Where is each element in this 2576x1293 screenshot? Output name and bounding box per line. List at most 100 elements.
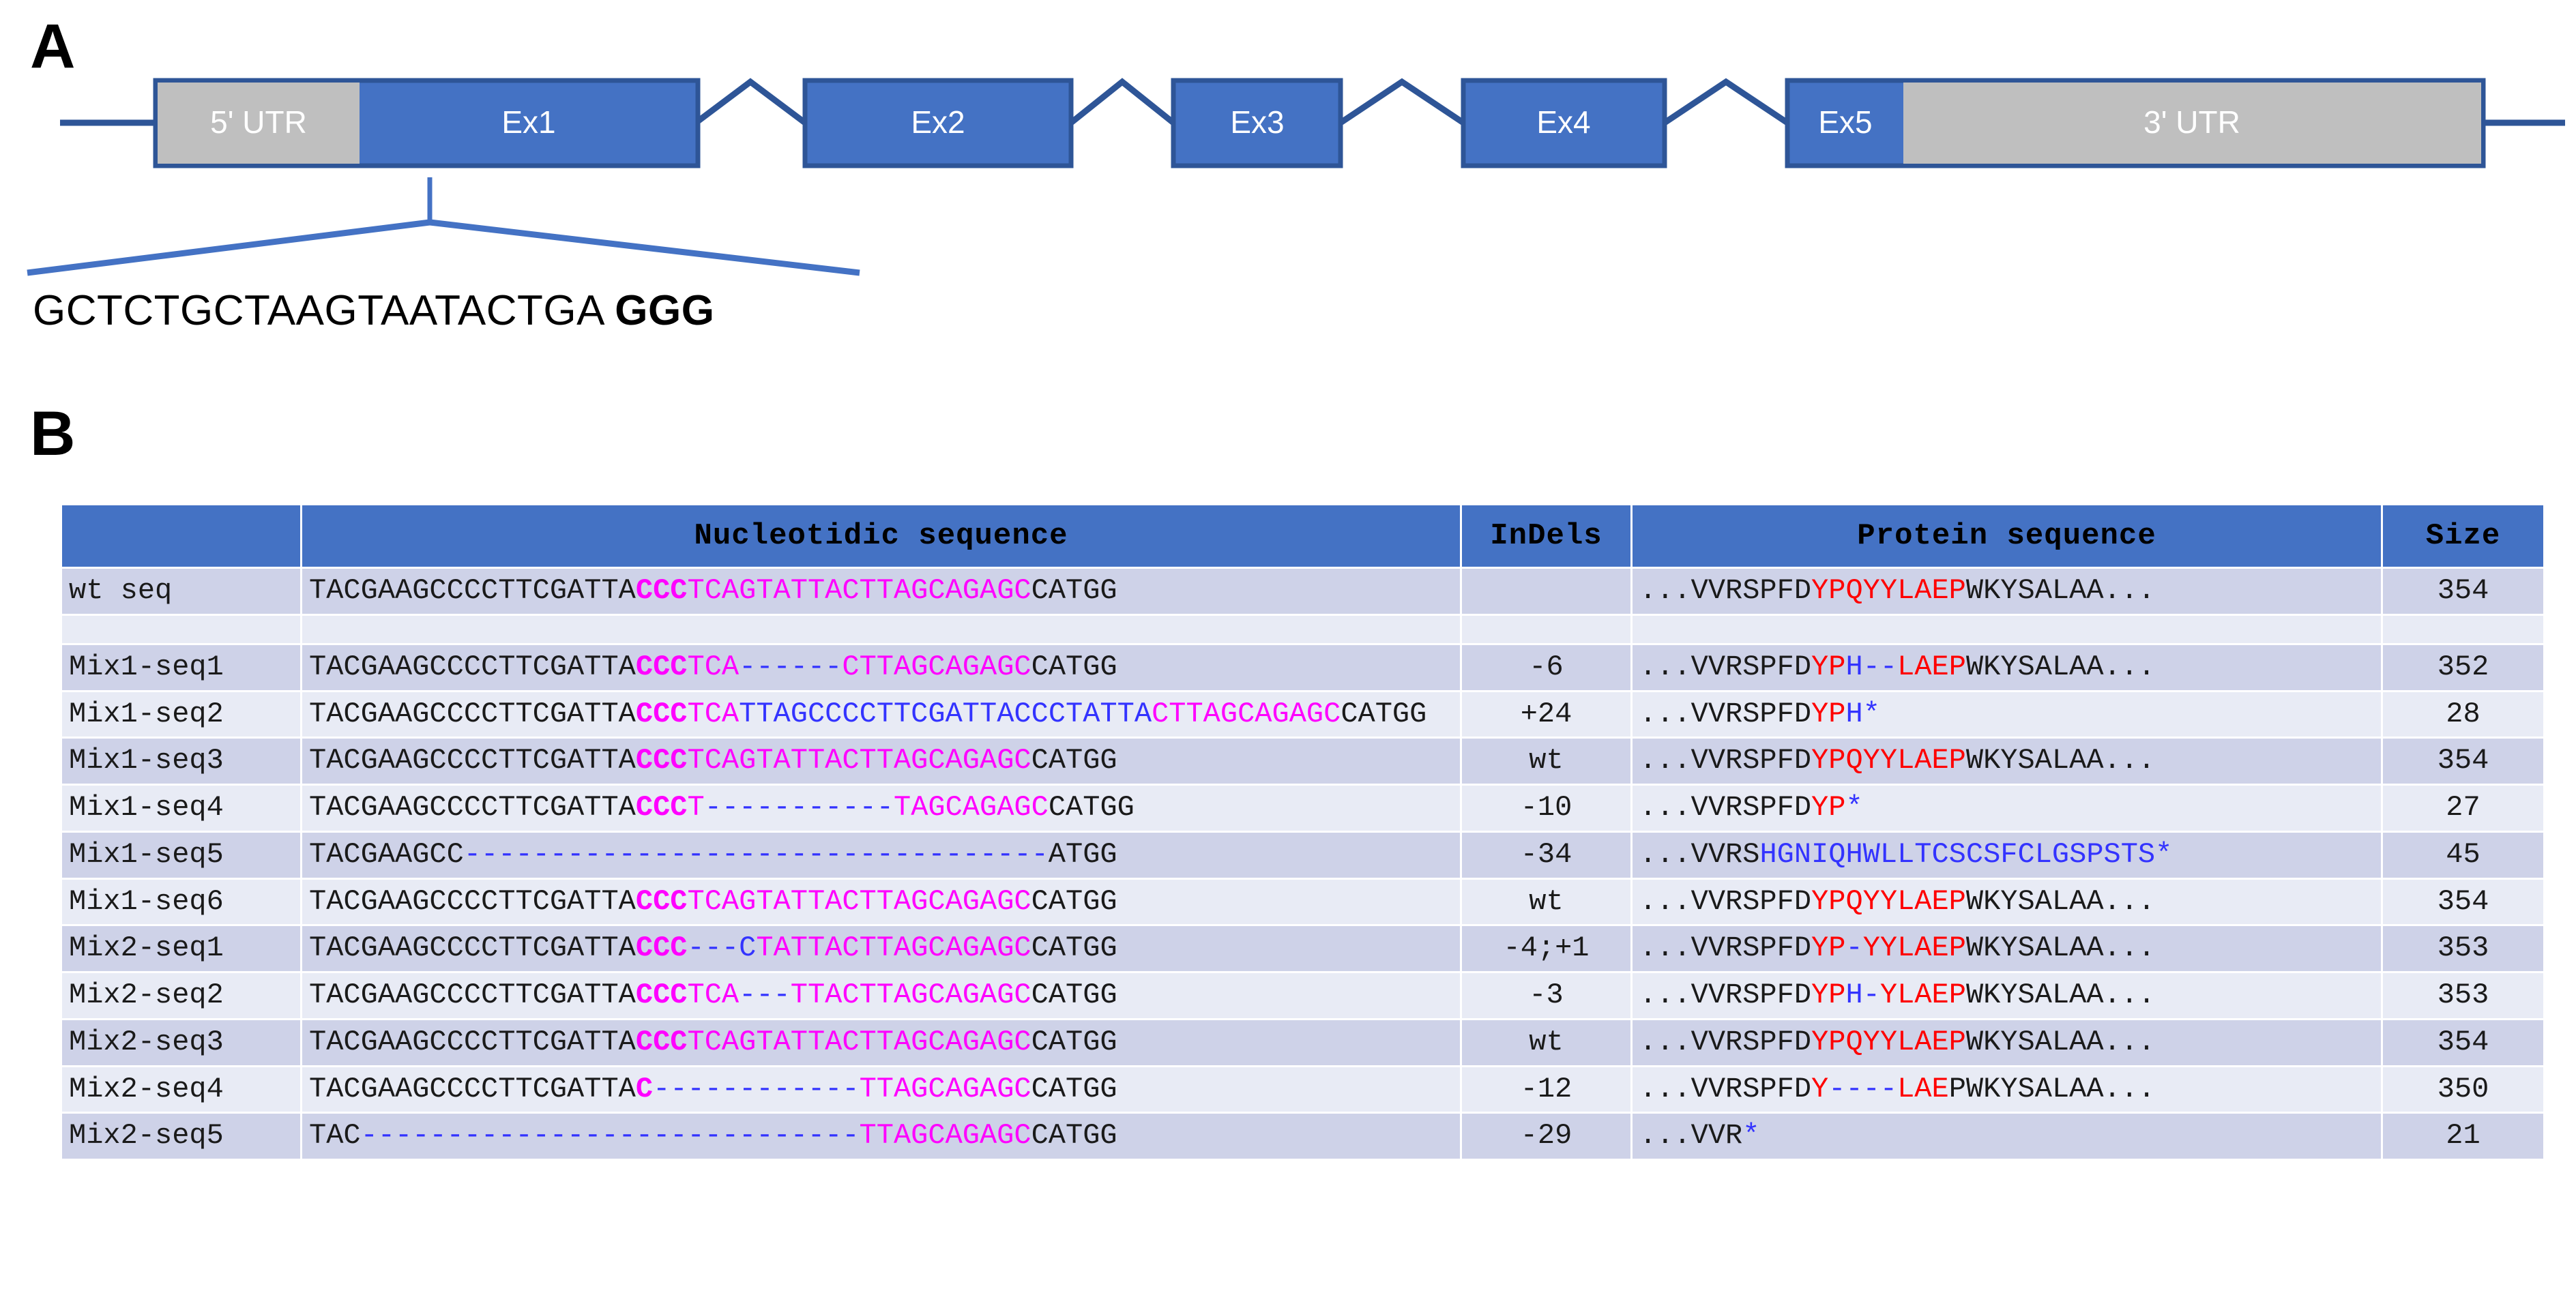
sequence-segment: ------------ (653, 1072, 860, 1105)
protein-sequence-cell: ...VVRSPFDYPQYYLAEPWKYSALAA... (1630, 737, 2383, 786)
sequence-segment: CATGG (1031, 1119, 1117, 1153)
protein-sequence-cell: ...VVRSHGNIQHWLLTCSCSFCLGSPSTS* (1630, 830, 2383, 880)
size-cell: 354 (2381, 737, 2545, 786)
table-spacer-row (60, 613, 2545, 645)
sequence-segment: H (1845, 697, 1863, 730)
intron-2 (1069, 78, 1175, 125)
sequence-segment: TTAGCAGAGC (859, 1119, 1031, 1153)
spacer-cell (1460, 613, 1633, 645)
sequence-segment: CATGG (1031, 1072, 1117, 1105)
nucleotidic-sequence-cell: TACGAAGCCCCTTCGATTACCCTCATTAGCCCCTTCGATT… (300, 689, 1462, 739)
sequence-segment: TCAGTATTACTTAGCAGAGC (687, 744, 1031, 777)
nucleotidic-sequence-cell: TACGAAGCCCCTTCGATTACCCTCAGTATTACTTAGCAGA… (300, 1017, 1462, 1067)
exon-4-label: Ex4 (1536, 104, 1590, 140)
sequence-segment: Y (1811, 1072, 1829, 1105)
row-label: Mix2-seq3 (60, 1017, 302, 1067)
nucleotidic-sequence-cell: TACGAAGCCCCTTCGATTACCCTCAGTATTACTTAGCAGA… (300, 567, 1462, 616)
nucleotidic-sequence-cell: TACGAAGCCCCTTCGATTACCCTCAGTATTACTTAGCAGA… (300, 737, 1462, 786)
spacer-cell (300, 613, 1462, 645)
sequence-segment: CCC (635, 1025, 688, 1058)
sequence-segment: TACGAAGCCCCTTCGATTA (309, 791, 636, 824)
indels-cell: -12 (1460, 1065, 1633, 1114)
callout-left-arm (27, 219, 430, 276)
sequence-segment: TTACTTAGCAGAGC (790, 979, 1031, 1011)
guide-protospacer: GCTCTGCTAAGTAATACTGA (33, 287, 603, 334)
sequence-segment: --- (687, 932, 740, 965)
sequence-segment: TCA (687, 697, 740, 730)
sequence-segment: LAE (1897, 1072, 1949, 1105)
exon-1-label: Ex1 (501, 104, 555, 140)
indels-cell: -29 (1460, 1112, 1633, 1161)
spacer-cell (60, 613, 302, 645)
header-protein-sequence: Protein sequence (1630, 503, 2383, 569)
row-label: Mix2-seq5 (60, 1112, 302, 1161)
row-label: Mix1-seq1 (60, 642, 302, 692)
size-cell: 28 (2381, 689, 2545, 739)
sequence-segment: HGNIQHWLLTCSCSFCLGSPSTS* (1759, 837, 2173, 871)
sequence-segment: YPQYYLAEP (1811, 885, 1966, 918)
sequence-segment: YPQYYLAEP (1811, 1025, 1966, 1058)
sequence-segment: YP (1811, 791, 1846, 824)
row-label: Mix1-seq2 (60, 689, 302, 739)
sequence-segment: ...VVRSPFD (1639, 932, 1812, 965)
sequence-segment: YP (1811, 650, 1846, 683)
protein-sequence-cell: ...VVRSPFDYPH--LAEPWKYSALAA... (1630, 642, 2383, 692)
sequence-segment: CATGG (1031, 574, 1117, 607)
sequence-segment: CCC (635, 697, 688, 730)
sequence-segment: H (1845, 650, 1863, 683)
intron-4 (1663, 78, 1789, 125)
indels-cell: -34 (1460, 830, 1633, 880)
size-cell: 27 (2381, 784, 2545, 833)
guide-pam: GGG (615, 287, 715, 334)
sequence-segment: CCC (635, 574, 688, 607)
five-prime-utr-box (158, 83, 360, 164)
sequence-segment: TACGAAGCCCCTTCGATTA (309, 932, 636, 965)
exon-1-group: 5' UTR Ex1 (153, 78, 701, 168)
protein-sequence-cell: ...VVR* (1630, 1112, 2383, 1161)
nucleotidic-sequence-cell: TAC-----------------------------TTAGCAGA… (300, 1112, 1462, 1161)
sequence-segment: ...VVRSPFD (1639, 1072, 1812, 1105)
nucleotidic-sequence-cell: TACGAAGCCCCTTCGATTAC------------TTAGCAGA… (300, 1065, 1462, 1114)
nucleotidic-sequence-cell: TACGAAGCC-------------------------------… (300, 830, 1462, 880)
exon-3-group: Ex3 (1171, 78, 1343, 168)
sequence-segment: ...VVRSPFD (1639, 697, 1812, 730)
indels-cell: -4;+1 (1460, 924, 1633, 973)
nucleotidic-sequence-cell: TACGAAGCCCCTTCGATTACCC---CTATTACTTAGCAGA… (300, 924, 1462, 973)
sequence-segment: CTTAGCAGAGC (842, 650, 1031, 683)
exon-5-label: Ex5 (1818, 104, 1872, 140)
exon-2-label: Ex2 (911, 104, 965, 140)
exon-2-group: Ex2 (802, 78, 1074, 168)
sequence-segment: WKYSALAA... (1965, 885, 2156, 918)
row-label: Mix1-seq3 (60, 737, 302, 786)
three-prime-utr-label: 3' UTR (2143, 104, 2240, 140)
sequence-segment: TACGAAGCCCCTTCGATTA (309, 574, 636, 607)
sequence-segment: CATGG (1031, 932, 1117, 965)
sequence-segment: TTAGCAGAGC (859, 1072, 1031, 1105)
header-name-blank (60, 503, 302, 569)
protein-sequence-cell: ...VVRSPFDY----LAEPWKYSALAA... (1630, 1065, 2383, 1114)
callout-right-arm (429, 219, 860, 276)
sequence-segment: -- (1862, 650, 1898, 683)
size-cell: 354 (2381, 567, 2545, 616)
sequence-segment: ...VVRSPFD (1639, 1025, 1812, 1058)
sequence-segment: ...VVRSPFD (1639, 574, 1812, 607)
sequence-segment: CATGG (1048, 791, 1135, 824)
row-label: Mix1-seq6 (60, 877, 302, 927)
sequence-segment: TCAGTATTACTTAGCAGAGC (687, 885, 1031, 918)
indels-cell: wt (1460, 737, 1633, 786)
protein-sequence-cell: ...VVRSPFDYPH* (1630, 689, 2383, 739)
panel-a-label: A (30, 12, 76, 81)
spacer-cell (2381, 613, 2545, 645)
sequence-segment: TCA (687, 650, 740, 683)
sequence-segment: TACGAAGCCCCTTCGATTA (309, 697, 636, 730)
sequence-segment: ---------------------------------- (463, 837, 1049, 871)
protein-sequence-cell: ...VVRSPFDYP-YYLAEPWKYSALAA... (1630, 924, 2383, 973)
row-label: Mix2-seq2 (60, 971, 302, 1020)
